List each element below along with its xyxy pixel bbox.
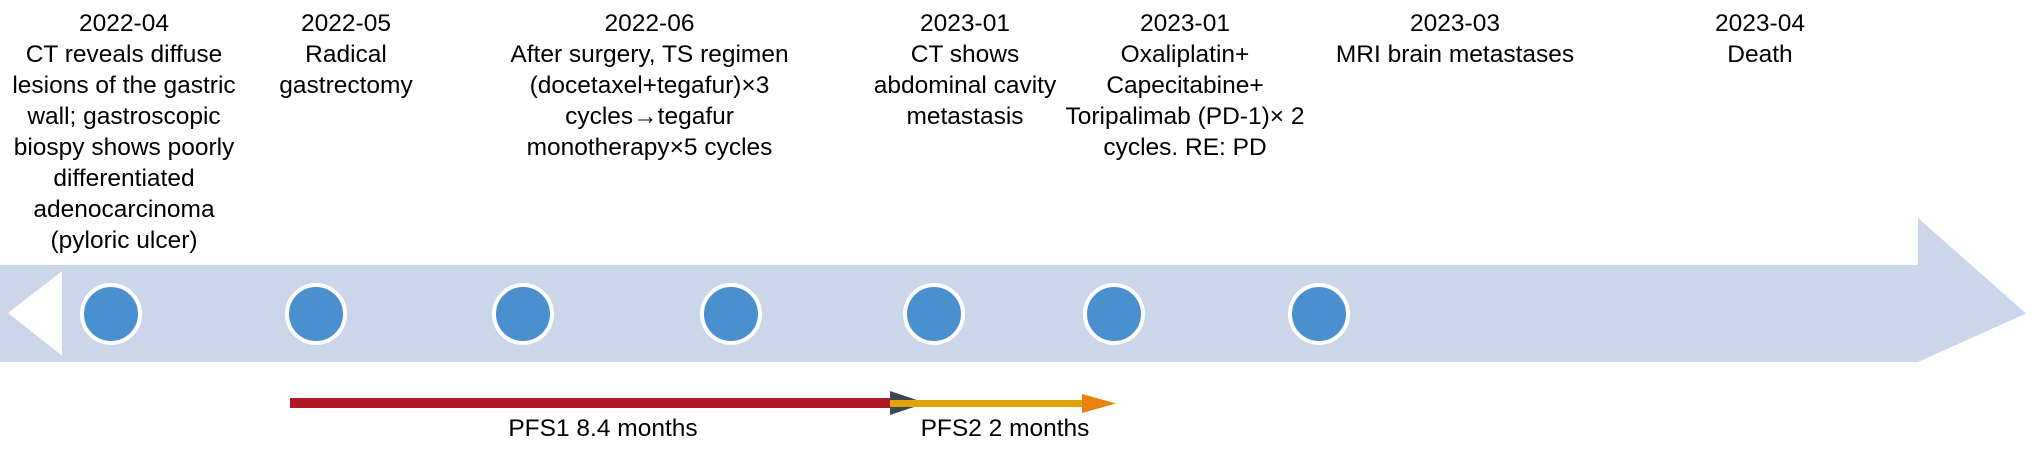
event-date: 2022-05 (301, 10, 391, 37)
event-date: 2023-03 (1410, 10, 1500, 37)
event-date: 2023-01 (1140, 10, 1230, 37)
event-labels-layer: 2022-04 CT reveals diffuse lesions of th… (4, 8, 1900, 256)
event-description: Radical gastrectomy (279, 41, 413, 99)
event-column-3: 2022-06 After surgery, TS regimen (docet… (502, 8, 797, 163)
event-date: 2022-04 (79, 10, 169, 37)
pfs2-label: PFS2 2 months (920, 415, 1090, 442)
event-description: Death (1727, 41, 1793, 68)
event-column-5: 2023-01 Oxaliplatin+ Capecitabine+ Torip… (1060, 8, 1310, 163)
milestone-dot-1[interactable] (80, 283, 142, 345)
event-column-1: 2022-04 CT reveals diffuse lesions of th… (4, 8, 244, 256)
milestone-dot-3[interactable] (492, 283, 554, 345)
event-column-7: 2023-04 Death (1620, 8, 1900, 70)
milestone-dot-2[interactable] (285, 283, 347, 345)
pfs-layer: PFS1 8.4 months PFS2 2 months (0, 364, 2032, 456)
event-description: After surgery, TS regimen (docetaxel+teg… (510, 41, 789, 161)
event-date: 2023-01 (920, 10, 1010, 37)
event-column-6: 2023-03 MRI brain metastases (1290, 8, 1620, 70)
event-column-4: 2023-01 CT shows abdominal cavity metast… (855, 8, 1075, 132)
event-description: CT shows abdominal cavity metastasis (873, 41, 1057, 130)
event-description: MRI brain metastases (1335, 41, 1575, 68)
milestone-dot-5[interactable] (903, 283, 965, 345)
timeline-arrow-shape (0, 218, 2026, 362)
event-description: CT reveals diffuse lesions of the gastri… (12, 41, 236, 254)
milestone-dot-6[interactable] (1083, 283, 1145, 345)
event-date: 2023-04 (1715, 10, 1805, 37)
milestone-dot-4[interactable] (700, 283, 762, 345)
event-column-2: 2022-05 Radical gastrectomy (256, 8, 436, 101)
event-date: 2022-06 (604, 10, 695, 37)
pfs2-arrow-icon (890, 394, 1116, 413)
milestone-dot-7[interactable] (1288, 283, 1350, 345)
pfs1-label: PFS1 8.4 months (508, 415, 698, 442)
event-description: Oxaliplatin+ Capecitabine+ Toripalimab (… (1065, 41, 1305, 161)
timeline-arrow-band (0, 214, 2032, 364)
